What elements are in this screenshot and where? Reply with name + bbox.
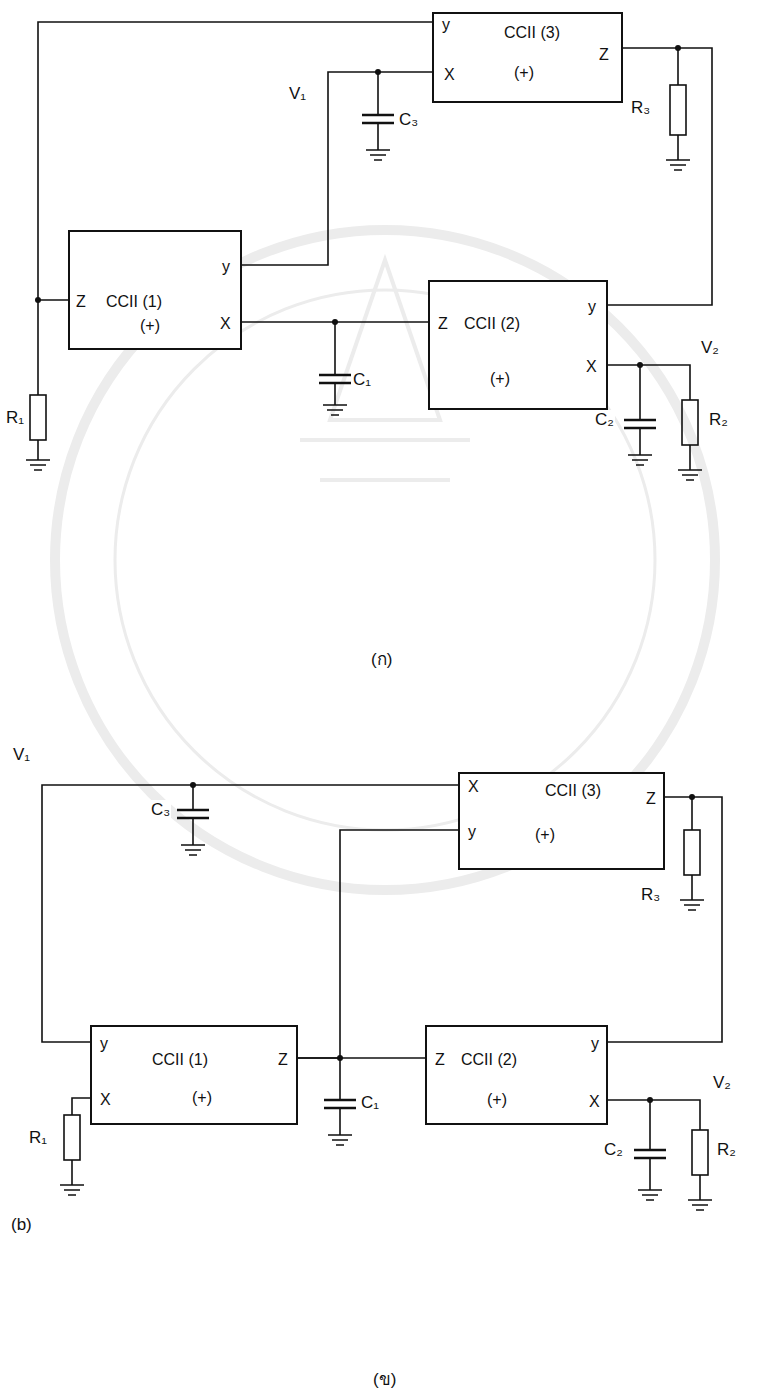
capacitor-symbol — [362, 115, 394, 123]
component-label: C₂ — [594, 410, 615, 429]
block-name: CCII (2) — [464, 315, 520, 333]
ccii-block: yCCII (1) Z X (+) — [90, 1025, 298, 1125]
ccii-block: Z CCII (2) y (+) X — [425, 1025, 608, 1125]
wire — [192, 785, 194, 845]
component-label: C₃ — [398, 110, 419, 129]
pin-name: X — [220, 315, 231, 333]
component-label: V₁ — [12, 745, 31, 764]
capacitor-symbol — [319, 375, 351, 383]
ground-symbol — [666, 160, 690, 170]
resistor-symbol — [684, 830, 700, 875]
component-label: R₁ — [5, 408, 25, 427]
component-label: V₂ — [712, 1073, 732, 1092]
block-name: CCII (2) — [461, 1051, 517, 1069]
component-label: C₃ — [150, 800, 171, 819]
signal-wire — [242, 321, 428, 323]
pin-name: X — [100, 1091, 111, 1109]
polarity-sign: (+) — [514, 64, 534, 82]
polarity-sign: (+) — [487, 1091, 507, 1109]
pin-name: y — [222, 258, 230, 276]
component-label: C₁ — [352, 370, 372, 389]
junction-dots — [35, 45, 695, 1103]
capacitor-symbol — [634, 1150, 666, 1158]
pin-name: Z — [599, 46, 609, 64]
polarity-sign: (+) — [535, 826, 555, 844]
wire — [691, 797, 693, 900]
wire — [339, 1058, 341, 1135]
resistor-symbol — [30, 395, 46, 440]
block-name: CCII (1) — [106, 293, 162, 311]
wire — [72, 1098, 90, 1185]
component-label: R₁ — [28, 1128, 48, 1147]
wire — [334, 322, 336, 405]
ccii-block: X CCII (3) Zy (+) — [458, 772, 665, 870]
ground-symbol — [328, 1135, 352, 1145]
pin-name: X — [444, 66, 455, 84]
ground-symbol — [628, 455, 652, 465]
ccii-block: yZ CCII (2) (+) X — [428, 280, 608, 410]
component-label: V₂ — [700, 338, 720, 357]
pin-name: y — [442, 16, 450, 34]
ccii-block: yZ CCII (1) (+) X — [68, 230, 242, 350]
polarity-sign: (+) — [490, 370, 510, 388]
figure-label: (ข) — [372, 1370, 397, 1389]
pin-name: X — [589, 1093, 600, 1111]
polarity-sign: (+) — [140, 317, 160, 335]
ground-symbol — [181, 845, 205, 855]
wiring — [26, 48, 712, 1210]
signal-wire — [42, 785, 458, 1042]
component-label: V₁ — [288, 84, 307, 103]
capacitor-symbol — [177, 810, 209, 818]
ground-symbol — [678, 470, 702, 480]
component-label: C₁ — [360, 1093, 380, 1112]
wire — [677, 48, 679, 160]
ground-symbol — [680, 900, 704, 910]
ground-symbol — [688, 1200, 712, 1210]
resistor-symbol — [682, 400, 698, 445]
signal-wire — [608, 48, 712, 305]
signal-wire — [242, 72, 432, 265]
pin-name: y — [588, 298, 596, 316]
ground-symbol — [60, 1185, 84, 1195]
pin-name: Z — [646, 790, 656, 808]
ground-symbol — [366, 150, 390, 160]
figure-label: (b) — [10, 1215, 33, 1234]
resistor-symbol — [64, 1115, 80, 1160]
block-name: CCII (3) — [545, 782, 601, 800]
capacitor-symbol — [624, 420, 656, 428]
resistor-symbol — [670, 85, 686, 135]
resistor-symbol — [692, 1130, 708, 1175]
ground-symbol — [323, 405, 347, 415]
block-name: CCII (1) — [152, 1051, 208, 1069]
wire — [37, 300, 39, 460]
pin-name: y — [591, 1035, 599, 1053]
component-label: R₃ — [640, 885, 661, 904]
component-label: R₂ — [716, 1140, 737, 1159]
signal-wire — [298, 830, 458, 1058]
component-label: R₂ — [708, 410, 729, 429]
ccii-block: y CCII (3) Z X (+) — [432, 12, 623, 103]
polarity-sign: (+) — [192, 1089, 212, 1107]
pin-name: y — [468, 823, 476, 841]
pin-name: X — [468, 778, 479, 796]
block-name: CCII (3) — [504, 24, 560, 42]
figure-label: (ก) — [370, 650, 393, 669]
component-label: R₃ — [630, 98, 651, 117]
pin-name: y — [100, 1035, 108, 1053]
pin-name: Z — [278, 1051, 288, 1069]
ground-symbol — [638, 1190, 662, 1200]
watermark-seal — [55, 230, 715, 890]
wire — [377, 72, 379, 150]
pin-name: Z — [435, 1051, 445, 1069]
pin-name: Z — [76, 293, 86, 311]
wire — [608, 365, 690, 470]
ground-symbol — [26, 460, 50, 470]
component-label: C₂ — [603, 1140, 624, 1159]
pin-name: X — [586, 358, 597, 376]
capacitor-symbol — [324, 1100, 356, 1108]
pin-name: Z — [438, 315, 448, 333]
